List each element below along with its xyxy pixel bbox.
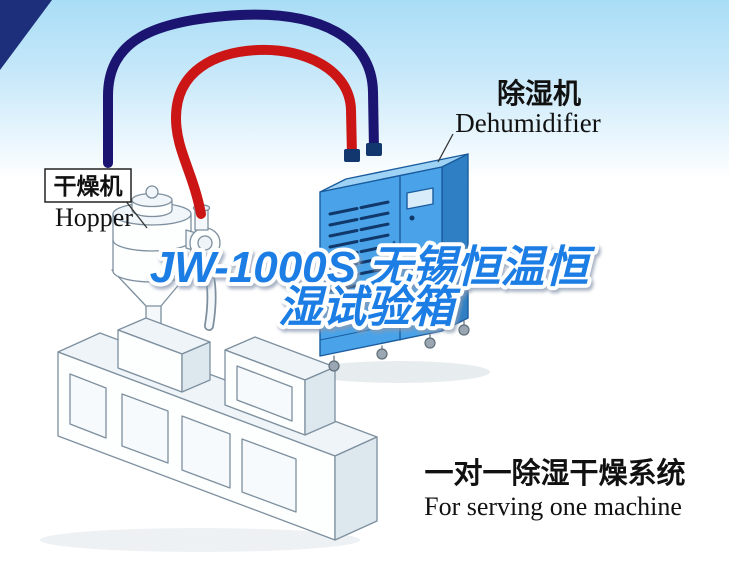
cabinet-front-face (319, 166, 443, 357)
corner-triangle-decoration (0, 0, 52, 70)
caption-cn: 一对一除湿干燥系统 (424, 456, 685, 490)
blue-hose (103, 9, 379, 168)
hopper-machine-illustration (57, 185, 378, 541)
vent-grid (328, 200, 390, 293)
hopper-label-en: Hopper (55, 203, 133, 232)
machine-shadow (40, 528, 360, 552)
caster-wheels (328, 319, 470, 372)
cabinet-control-panel (406, 187, 434, 210)
cabinet-button (409, 215, 415, 221)
red-hose (170, 44, 357, 219)
product-title-line1: JW-1000S 无锡恒温恒 (150, 243, 595, 292)
hopper-label-box (44, 168, 132, 203)
hopper-pedestal (117, 317, 211, 393)
machine-raised-box (224, 336, 336, 436)
hopper-lid-cap (145, 185, 159, 199)
hopper-pointer-line (124, 199, 148, 229)
red-hose-fitting (344, 149, 360, 162)
hopper-drum (112, 213, 192, 283)
product-title: JW-1000S 无锡恒温恒 湿试验箱 (146, 239, 599, 336)
machine-base-end (334, 436, 378, 541)
dehumidifier-label-cn: 除湿机 (497, 77, 581, 109)
dehumidifier-label-en: Dehumidifier (455, 108, 600, 138)
cabinet-bottom-trim (319, 314, 443, 341)
dehumidifier-illustration (319, 153, 470, 372)
blue-hose-fitting (366, 143, 382, 156)
machine-panels (69, 373, 297, 513)
product-title-line2: 湿试验箱 (278, 283, 461, 332)
hopper-label-cn: 干燥机 (54, 173, 123, 199)
dehumidifier-pointer-line (437, 133, 454, 163)
cabinet-shadow (306, 361, 490, 383)
caption-en: For serving one machine (424, 492, 682, 521)
